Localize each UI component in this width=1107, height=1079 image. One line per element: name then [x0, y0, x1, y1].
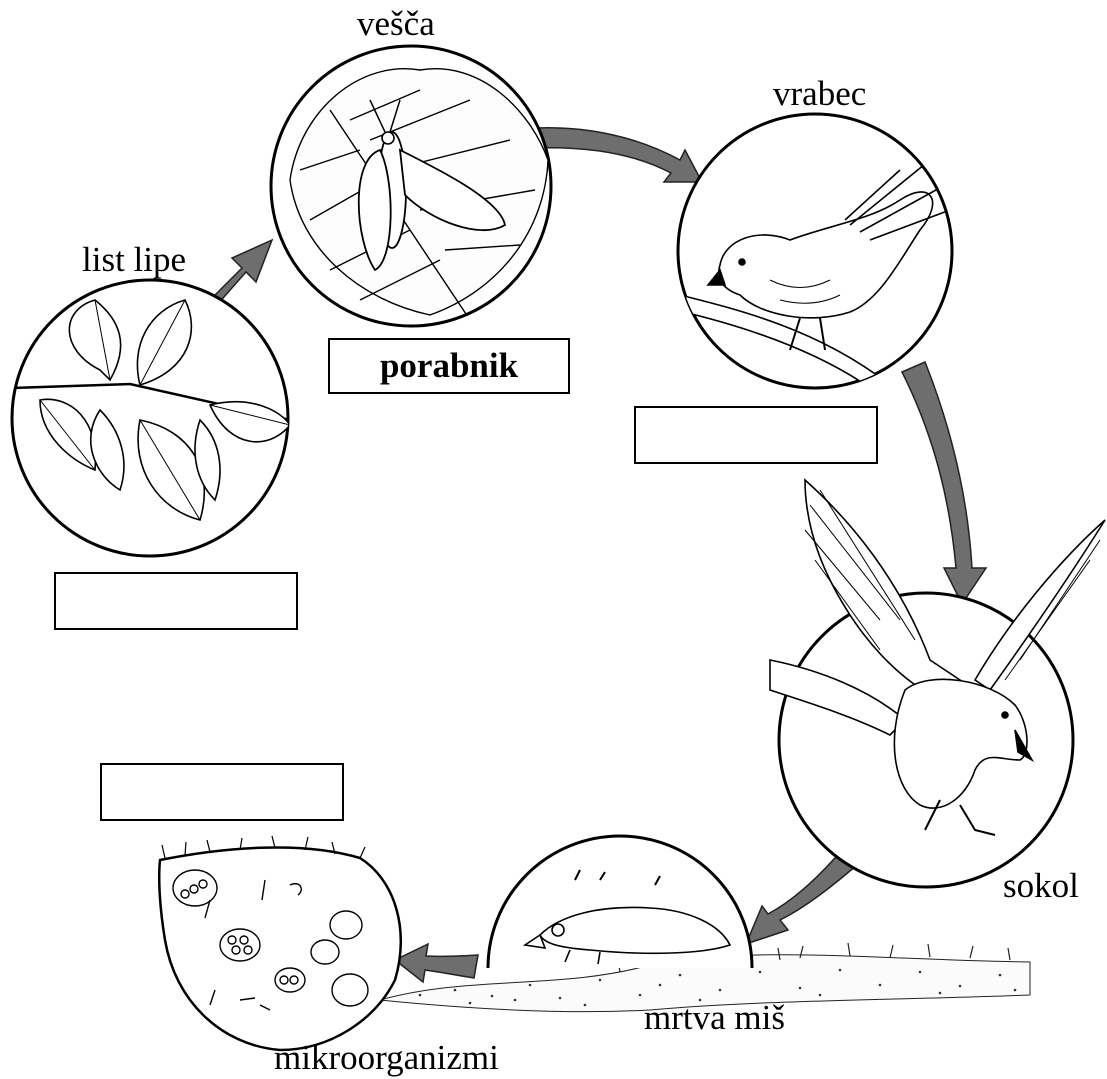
microorganisms-illustration: [159, 836, 401, 1050]
answer-box-moth: porabnik: [328, 338, 570, 394]
label-leaf: list lipe: [82, 242, 186, 277]
answer-box-leaf[interactable]: [54, 572, 298, 630]
sparrow-illustration: [675, 114, 952, 395]
label-moth: vešča: [357, 6, 435, 41]
arrow-sparrow-to-falcon: [902, 362, 986, 604]
leaf-illustration: [12, 280, 290, 556]
answer-box-sparrow[interactable]: [634, 406, 878, 464]
mouse-illustration: [488, 836, 752, 968]
falcon-illustration: [770, 480, 1105, 887]
arrow-mouse-to-microbes: [395, 944, 478, 982]
label-mouse: mrtva miš: [644, 1000, 785, 1035]
label-falcon: sokol: [1003, 868, 1079, 903]
label-microorganisms: mikroorganizmi: [274, 1040, 499, 1075]
moth-illustration: [271, 46, 551, 326]
label-sparrow: vrabec: [773, 76, 866, 111]
answer-box-microorganisms[interactable]: [100, 763, 344, 821]
arrow-leaf-to-moth: [210, 240, 272, 306]
arrow-moth-to-sparrow: [534, 128, 702, 182]
